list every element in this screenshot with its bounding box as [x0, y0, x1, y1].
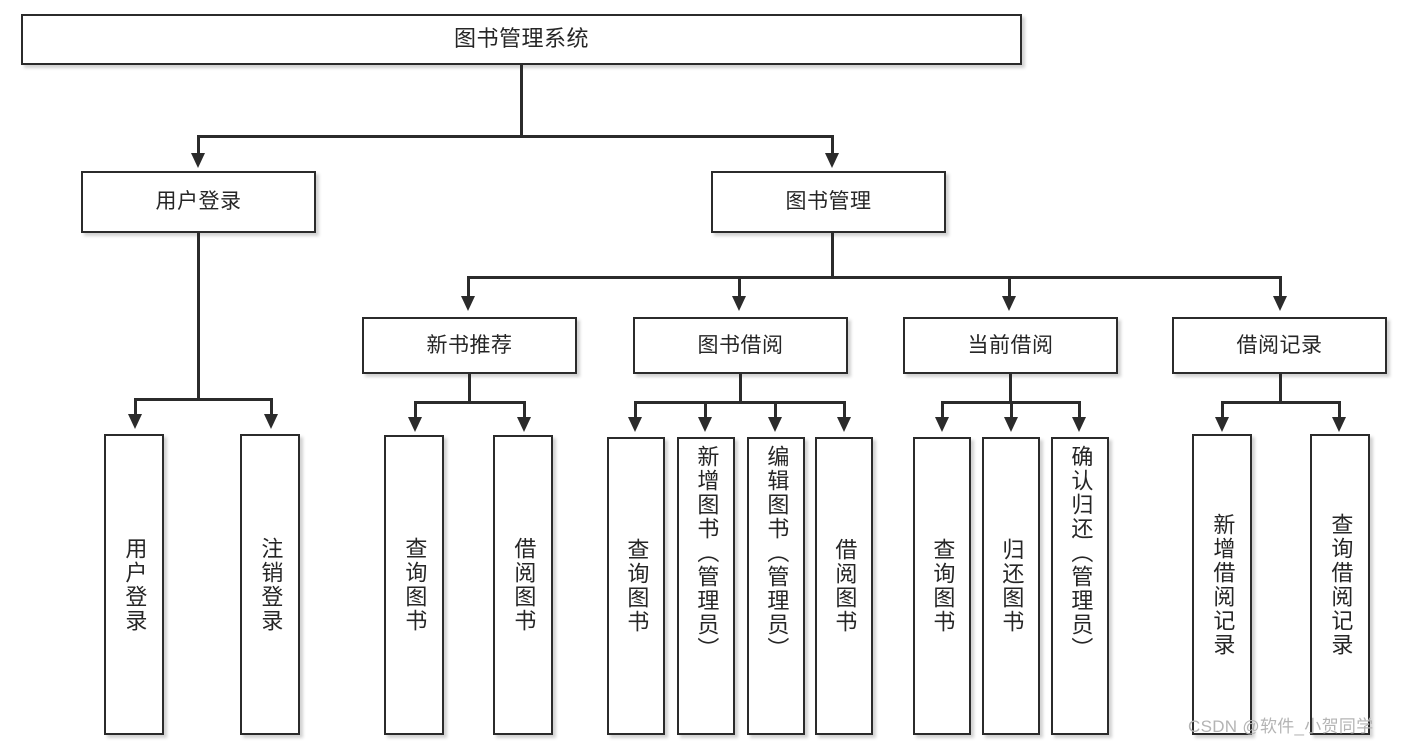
arrowhead-to-user-login — [191, 153, 205, 168]
connector-book-borrow-to-leaf-4 — [843, 401, 846, 419]
connector-borrow-record-to-leaf-2 — [1338, 401, 1341, 419]
leaf-return-book[interactable]: 归还图书 — [982, 437, 1040, 735]
connector-to-new-book-rec — [467, 276, 470, 298]
leaf-edit-book-admin[interactable]: 编辑图书（管理员） — [747, 437, 805, 735]
arrowhead-to-leaf-add-record — [1215, 417, 1229, 432]
leaf-query-book-borrowing[interactable]: 查询图书 — [607, 437, 665, 735]
connector-book-borrow-bus — [634, 401, 845, 404]
arrowhead-to-borrow-record — [1273, 296, 1287, 311]
arrowhead-to-leaf-confirm-return — [1072, 417, 1086, 432]
connector-user-login-to-leaf-1 — [134, 398, 137, 416]
connector-current-borrow-to-leaf-3 — [1078, 401, 1081, 419]
connector-to-book-borrow — [738, 276, 741, 298]
connector-root-stem — [520, 65, 523, 137]
connector-current-borrow-stem — [1009, 374, 1012, 403]
connector-current-borrow-to-leaf-2 — [1010, 401, 1013, 419]
arrowhead-to-leaf-query-record — [1332, 417, 1346, 432]
connector-user-login-stem — [197, 233, 200, 400]
connector-book-borrow-to-leaf-3 — [774, 401, 777, 419]
connector-root-to-book-manage — [831, 135, 834, 155]
node-root-book-management-system[interactable]: 图书管理系统 — [21, 14, 1022, 65]
leaf-user-login[interactable]: 用户登录 — [104, 434, 164, 735]
arrowhead-to-book-manage — [825, 153, 839, 168]
leaf-query-book-recommend[interactable]: 查询图书 — [384, 435, 444, 735]
arrowhead-to-leaf-query-book-1 — [408, 417, 422, 432]
connector-book-borrow-to-leaf-1 — [634, 401, 637, 419]
connector-book-borrow-stem — [739, 374, 742, 403]
csdn-watermark: CSDN @软件_小贺同学 — [1188, 717, 1374, 736]
connector-root-bus — [197, 135, 834, 138]
arrowhead-to-leaf-borrow-book-1 — [517, 417, 531, 432]
connector-new-book-rec-bus — [414, 401, 525, 404]
arrowhead-to-leaf-user-login — [128, 414, 142, 429]
arrowhead-to-current-borrow — [1002, 296, 1016, 311]
arrowhead-to-leaf-edit-book — [768, 417, 782, 432]
leaf-borrow-book-borrowing[interactable]: 借阅图书 — [815, 437, 873, 735]
arrowhead-to-leaf-add-book — [698, 417, 712, 432]
connector-new-book-rec-to-leaf-2 — [523, 401, 526, 419]
arrowhead-to-book-borrow — [732, 296, 746, 311]
leaf-borrow-book-recommend[interactable]: 借阅图书 — [493, 435, 553, 735]
leaf-confirm-return-admin[interactable]: 确认归还（管理员） — [1051, 437, 1109, 735]
connector-book-borrow-to-leaf-2 — [704, 401, 707, 419]
leaf-add-book-admin[interactable]: 新增图书（管理员） — [677, 437, 735, 735]
connector-current-borrow-to-leaf-1 — [941, 401, 944, 419]
leaf-add-borrow-record[interactable]: 新增借阅记录 — [1192, 434, 1252, 735]
connector-borrow-record-to-leaf-1 — [1221, 401, 1224, 419]
connector-user-login-bus — [134, 398, 270, 401]
leaf-query-borrow-record[interactable]: 查询借阅记录 — [1310, 434, 1370, 735]
arrowhead-to-leaf-query-book-3 — [935, 417, 949, 432]
arrowhead-to-leaf-logout-login — [264, 414, 278, 429]
arrowhead-to-leaf-borrow-book-2 — [837, 417, 851, 432]
connector-new-book-rec-stem — [468, 374, 471, 403]
connector-to-current-borrow — [1008, 276, 1011, 298]
node-new-book-recommendation[interactable]: 新书推荐 — [362, 317, 577, 374]
node-user-login[interactable]: 用户登录 — [81, 171, 316, 233]
arrowhead-to-leaf-return-book — [1004, 417, 1018, 432]
connector-root-to-user-login — [197, 135, 200, 155]
node-book-management[interactable]: 图书管理 — [711, 171, 946, 233]
connector-borrow-record-stem — [1279, 374, 1282, 403]
node-current-borrowing[interactable]: 当前借阅 — [903, 317, 1118, 374]
leaf-logout-login[interactable]: 注销登录 — [240, 434, 300, 735]
connector-book-manage-stem — [831, 233, 834, 278]
leaf-query-book-current[interactable]: 查询图书 — [913, 437, 971, 735]
arrowhead-to-leaf-query-book-2 — [628, 417, 642, 432]
connector-borrow-record-bus — [1221, 401, 1340, 404]
connector-user-login-to-leaf-2 — [270, 398, 273, 416]
node-borrowing-record[interactable]: 借阅记录 — [1172, 317, 1387, 374]
connector-new-book-rec-to-leaf-1 — [414, 401, 417, 419]
connector-level3-bus — [467, 276, 1279, 279]
node-book-borrowing[interactable]: 图书借阅 — [633, 317, 848, 374]
connector-to-borrow-record — [1279, 276, 1282, 298]
arrowhead-to-new-book-rec — [461, 296, 475, 311]
